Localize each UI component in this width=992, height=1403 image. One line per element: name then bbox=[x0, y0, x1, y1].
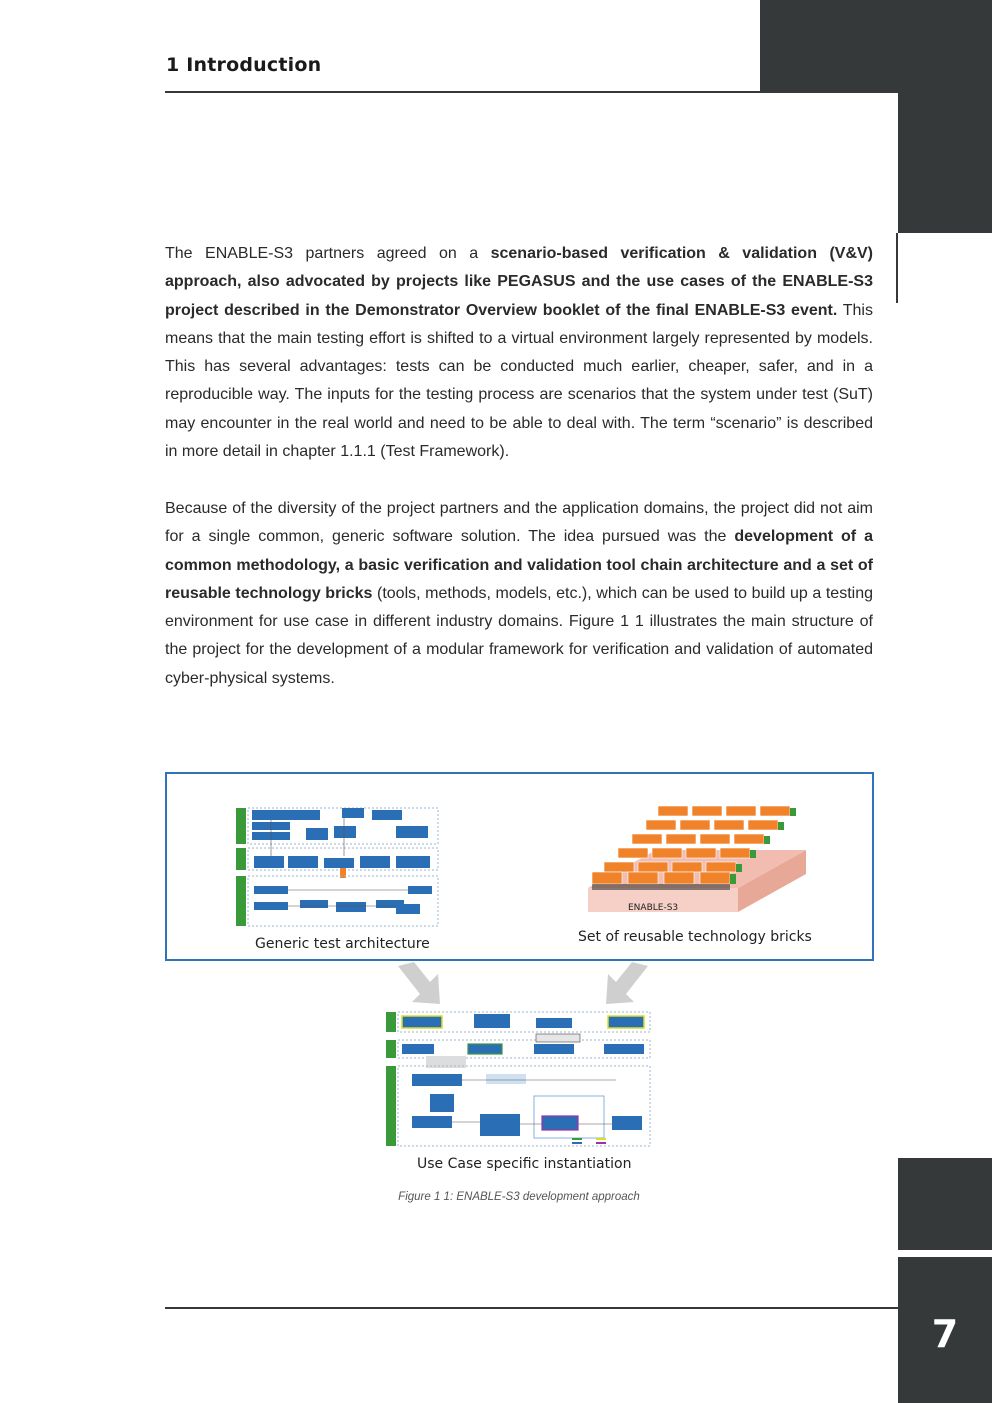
bricks-label: Set of reusable technology bricks bbox=[578, 929, 812, 945]
chapter-title: 1 Introduction bbox=[166, 54, 322, 76]
text-run: This means that the main testing effort … bbox=[165, 301, 873, 461]
text-run: Because of the diversity of the project … bbox=[165, 500, 873, 546]
page-number-tab bbox=[898, 1257, 992, 1403]
page-number: 7 bbox=[931, 1312, 959, 1356]
brick-base-label: ENABLE-S3 bbox=[628, 903, 678, 913]
header-rule bbox=[165, 91, 898, 93]
body-paragraph: Because of the diversity of the project … bbox=[165, 495, 873, 693]
text-run: The ENABLE-S3 partners agreed on a bbox=[165, 245, 491, 262]
generic-architecture-diagram bbox=[236, 804, 444, 930]
left-arrow-icon bbox=[398, 962, 440, 1004]
figure-caption: Figure 1 1: ENABLE-S3 development approa… bbox=[398, 1191, 640, 1203]
use-case-label: Use Case specific instantiation bbox=[417, 1156, 632, 1172]
generic-architecture-label: Generic test architecture bbox=[255, 936, 430, 952]
use-case-instantiation-diagram bbox=[386, 1010, 654, 1150]
footer-rule bbox=[165, 1307, 898, 1309]
side-tab-bottom bbox=[898, 1158, 992, 1250]
side-tab-top bbox=[898, 93, 992, 233]
technology-bricks-diagram: ENABLE-S3 bbox=[588, 805, 806, 913]
text-run-bold: scenario-based verification & validation… bbox=[165, 245, 873, 319]
text-run: (tools, methods, models, etc.), which ca… bbox=[165, 584, 873, 687]
right-arrow-icon bbox=[606, 962, 648, 1004]
side-rule bbox=[896, 233, 898, 303]
text-run-bold: development of a common methodology, a b… bbox=[165, 528, 873, 602]
header-tab bbox=[760, 0, 992, 93]
body-paragraph: The ENABLE-S3 partners agreed on a scena… bbox=[165, 240, 873, 466]
